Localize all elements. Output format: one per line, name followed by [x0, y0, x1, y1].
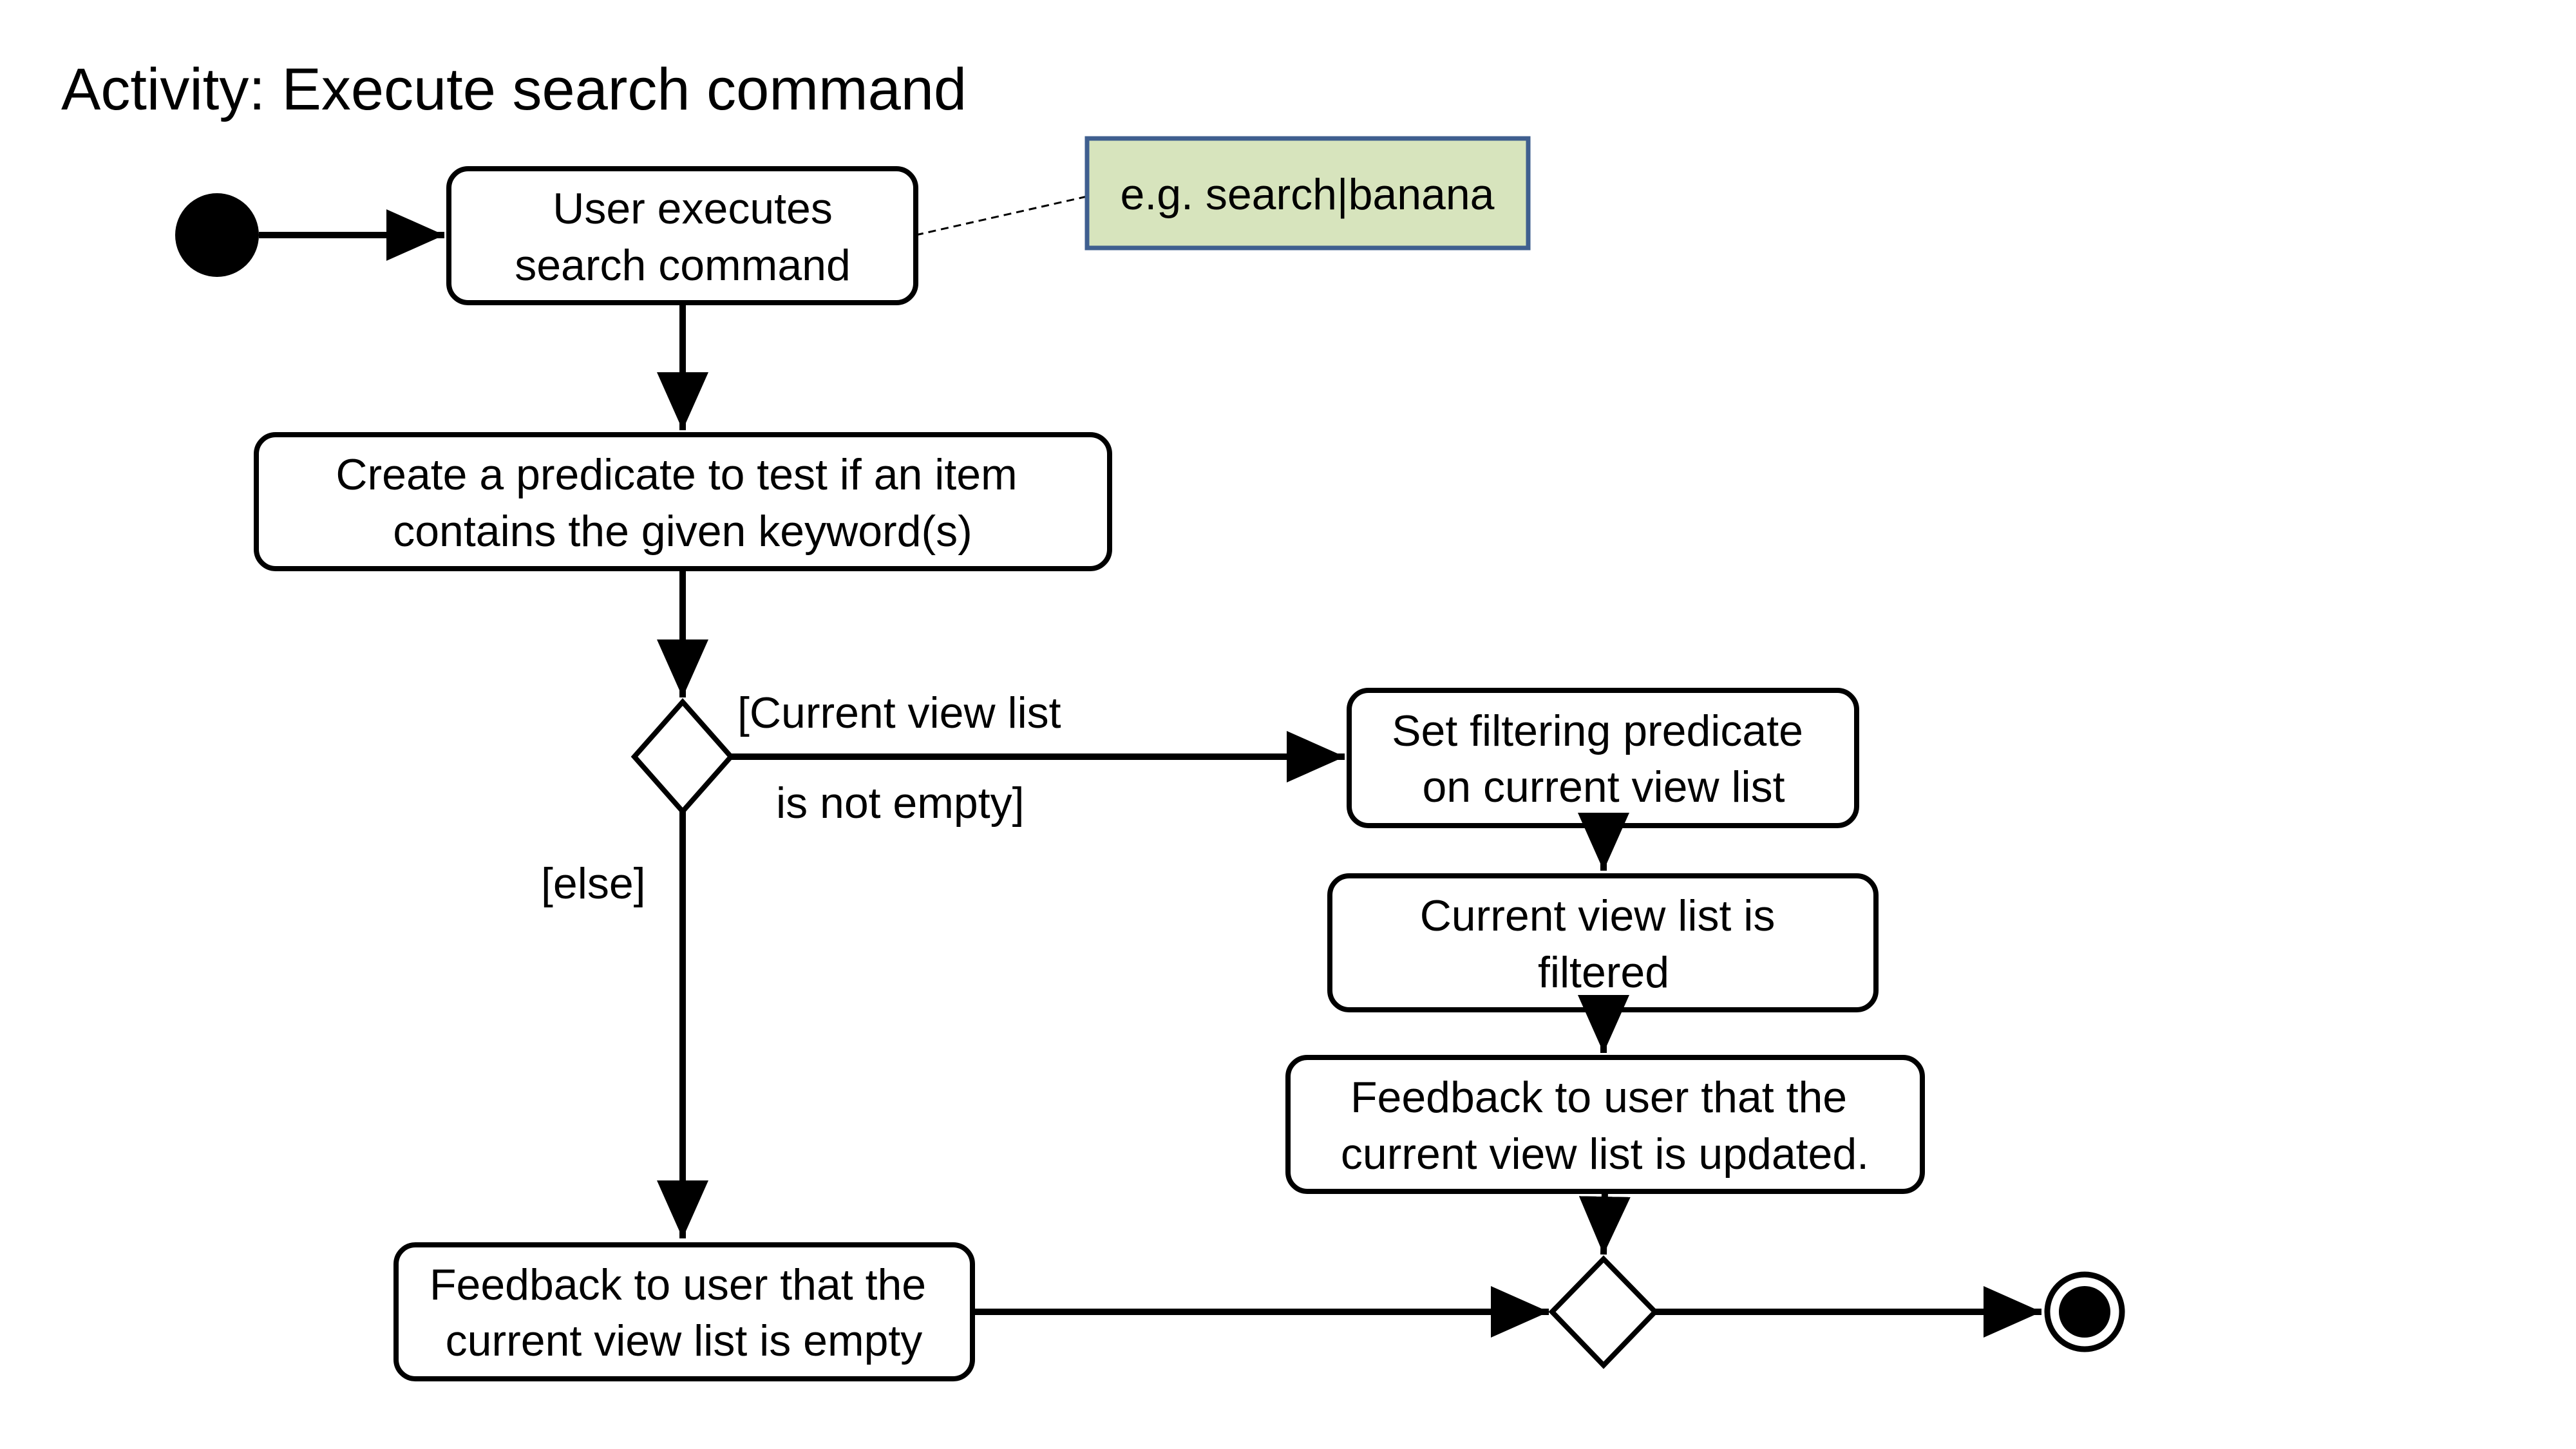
action-set-filter-label: Set filtering predicate on current view … [1392, 706, 1815, 811]
merge-node [1548, 1255, 1659, 1369]
guard-else: [else] [541, 859, 646, 908]
initial-node [175, 193, 259, 277]
guard-not-empty-line-2: is not empty] [776, 779, 1025, 828]
action-feedback-empty-line-2: current view list is empty [446, 1316, 923, 1365]
action-list-filtered-line-1: Current view list is [1420, 891, 1776, 940]
diagram-title: Activity: Execute search command [61, 57, 967, 122]
action-set-filter-line-1: Set filtering predicate [1392, 706, 1803, 755]
action-feedback-empty-line-1: Feedback to user that the [430, 1260, 926, 1309]
action-set-filter-line-2: on current view list [1422, 762, 1785, 811]
note-text: e.g. search|banana [1121, 170, 1495, 219]
note-connector [915, 195, 1088, 236]
action-user-executes-line-2: search command [515, 241, 851, 290]
action-feedback-empty-label: Feedback to user that the current view l… [430, 1260, 938, 1365]
final-node [2044, 1271, 2125, 1352]
edge-feedback-updated-to-merge [1578, 1191, 1631, 1255]
action-feedback-updated [1285, 1055, 1925, 1194]
action-feedback-updated-line-2: current view list is updated. [1341, 1130, 1869, 1179]
guard-not-empty: [Current view list is not empty] [737, 688, 1073, 828]
decision-node [630, 697, 735, 816]
action-feedback-updated-line-1: Feedback to user that the [1350, 1073, 1847, 1122]
action-list-filtered-label: Current view list is filtered [1420, 891, 1788, 997]
action-user-executes-line-1: User executes [553, 184, 833, 233]
guard-not-empty-line-1: [Current view list [737, 688, 1061, 737]
action-create-predicate-label: Create a predicate to test if an item co… [336, 450, 1029, 556]
action-create-predicate-line-1: Create a predicate to test if an item [336, 450, 1017, 499]
action-user-executes-label: User executes search command [515, 184, 851, 290]
note-box [1084, 136, 1531, 251]
action-create-predicate-line-2: contains the given keyword(s) [393, 507, 972, 556]
action-list-filtered-line-2: filtered [1538, 948, 1669, 997]
action-feedback-updated-label: Feedback to user that the current view l… [1341, 1073, 1869, 1179]
